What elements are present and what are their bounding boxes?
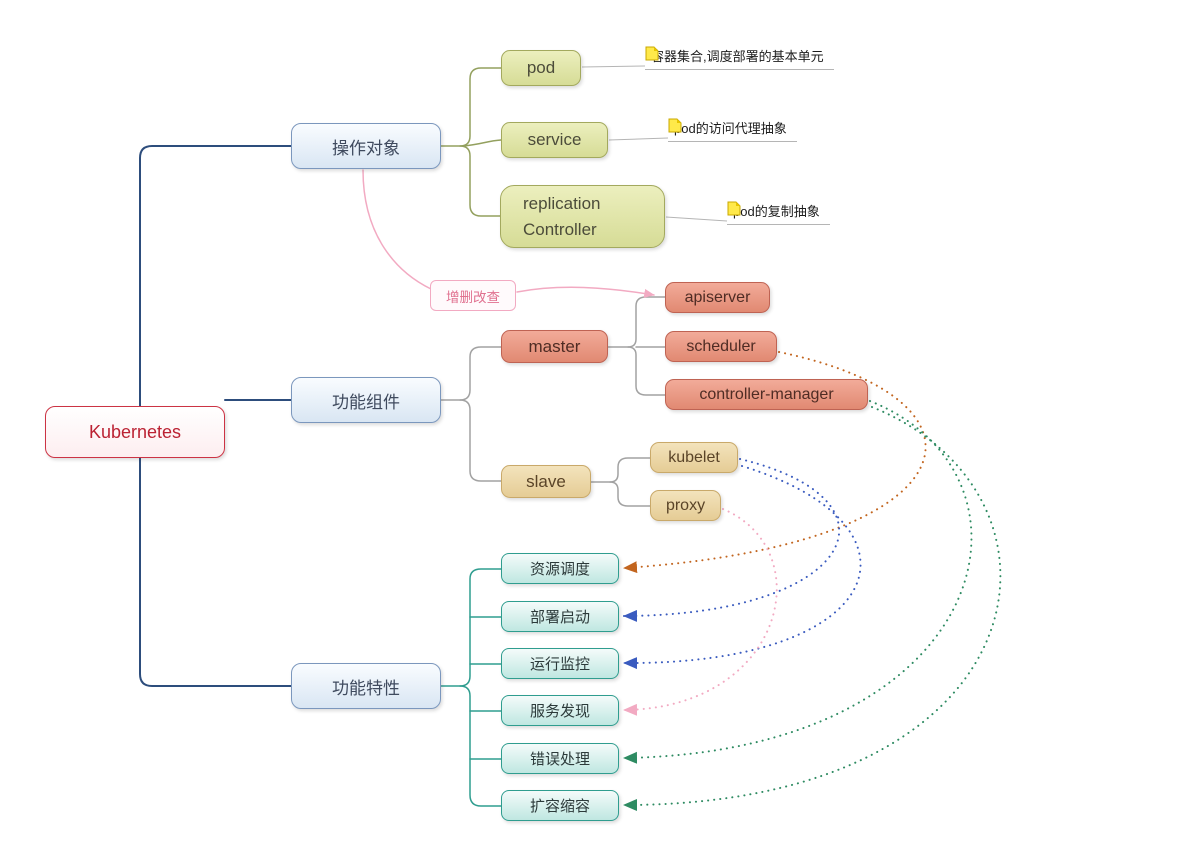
feature-scheduling-label: 资源调度	[529, 561, 590, 578]
edge-slave-proxy	[609, 481, 651, 507]
feature-discovery-node[interactable]: 服务发现	[501, 695, 619, 726]
feature-scaling-node[interactable]: 扩容缩容	[501, 790, 619, 821]
edge-components-master	[440, 346, 502, 401]
feature-scheduling-node[interactable]: 资源调度	[501, 553, 619, 584]
replication-controller-node[interactable]: replication Controller	[500, 185, 665, 248]
edge-kubelet-monitoring	[623, 465, 862, 670]
feature-error-handling-label: 错误处理	[529, 751, 590, 768]
proxy-node[interactable]: proxy	[650, 490, 721, 521]
apiserver-node[interactable]: apiserver	[665, 282, 770, 313]
note-replication-text: pod的复制抽象	[733, 204, 820, 219]
edges-objects	[440, 67, 502, 217]
kubelet-label: kubelet	[668, 448, 720, 466]
edge-crud-apiserver	[516, 286, 655, 298]
note-pod-text: 容器集合,调度部署的基本单元	[651, 49, 824, 64]
pod-label: pod	[526, 58, 556, 77]
edge-root-features	[139, 457, 292, 687]
edge-features-scheduling	[440, 568, 502, 687]
feature-deployment-label: 部署启动	[529, 609, 590, 626]
edge-master-apiserver	[607, 296, 666, 348]
topic-components-label: 功能组件	[332, 392, 400, 412]
edges-root	[139, 145, 292, 687]
feature-scaling-label: 扩容缩容	[529, 798, 590, 815]
pod-node[interactable]: pod	[501, 50, 581, 86]
feature-deployment-node[interactable]: 部署启动	[501, 601, 619, 632]
note-service-text: pod的访问代理抽象	[674, 121, 787, 136]
edge-root-objects	[139, 145, 292, 407]
service-label: service	[527, 130, 582, 149]
edges-relation	[362, 169, 655, 298]
relation-crud-label[interactable]: 增删改查	[430, 280, 516, 311]
feature-discovery-label: 服务发现	[529, 703, 590, 720]
topic-components-node[interactable]: 功能组件	[291, 377, 441, 423]
edge-proxy-discovery	[623, 508, 778, 716]
master-node[interactable]: master	[501, 330, 608, 363]
kubelet-node[interactable]: kubelet	[650, 442, 738, 473]
edges-notes	[581, 65, 728, 222]
scheduler-label: scheduler	[686, 337, 756, 355]
master-label: master	[528, 336, 581, 356]
edge-replication-note	[665, 216, 728, 222]
topic-features-label: 功能特性	[332, 678, 400, 698]
proxy-label: proxy	[665, 496, 706, 514]
relation-crud-text: 增删改查	[446, 289, 500, 305]
edge-objects-service	[461, 139, 502, 147]
topic-objects-node[interactable]: 操作对象	[291, 123, 441, 169]
note-replication: pod的复制抽象	[727, 201, 830, 225]
replication-controller-label: replication Controller	[523, 194, 601, 239]
edges-components	[440, 296, 666, 507]
controller-manager-label: controller-manager	[699, 385, 834, 403]
edge-slave-kubelet	[590, 457, 651, 483]
edge-objects-replication	[459, 145, 501, 217]
root-label: Kubernetes	[88, 421, 182, 442]
edges-features	[440, 568, 502, 807]
topic-objects-label: 操作对象	[332, 138, 400, 158]
edge-objects-pod	[440, 67, 502, 147]
apiserver-label: apiserver	[684, 288, 751, 306]
feature-error-handling-node[interactable]: 错误处理	[501, 743, 619, 774]
edge-objects-crud	[362, 169, 432, 290]
edge-service-note	[608, 137, 669, 141]
controller-manager-node[interactable]: controller-manager	[665, 379, 868, 410]
feature-monitoring-node[interactable]: 运行监控	[501, 648, 619, 679]
edge-components-slave	[459, 399, 502, 482]
topic-features-node[interactable]: 功能特性	[291, 663, 441, 709]
slave-label: slave	[526, 471, 566, 491]
root-node[interactable]: Kubernetes	[45, 406, 225, 458]
edge-pod-note	[581, 65, 646, 68]
service-node[interactable]: service	[501, 122, 608, 158]
note-pod: 容器集合,调度部署的基本单元	[645, 46, 834, 70]
edge-features-scaling	[459, 685, 502, 807]
edge-master-controller-manager	[627, 346, 666, 396]
feature-monitoring-label: 运行监控	[529, 656, 590, 673]
edges-dotted	[623, 351, 1002, 811]
slave-node[interactable]: slave	[501, 465, 591, 498]
edge-kubelet-deployment	[623, 458, 840, 622]
note-service: pod的访问代理抽象	[668, 118, 797, 142]
scheduler-node[interactable]: scheduler	[665, 331, 777, 362]
